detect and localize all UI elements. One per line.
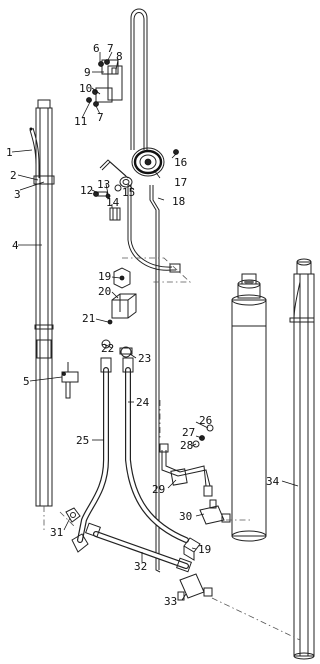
tee-30 — [199, 499, 231, 525]
centerline — [59, 511, 77, 529]
callout-19b: 19 — [198, 543, 211, 556]
callout-10: 10 — [79, 82, 92, 95]
center-cylinder — [231, 273, 267, 542]
callout-18: 18 — [172, 195, 185, 208]
callout-15: 15 — [122, 186, 135, 199]
hose-reel-pulley — [93, 147, 179, 221]
callout-27: 27 — [182, 426, 195, 439]
fittings-26-28 — [192, 424, 214, 448]
callout-22: 22 — [101, 342, 114, 355]
callout-6: 6 — [93, 42, 100, 55]
valve-bracket-assembly — [86, 59, 123, 107]
left-cylinder — [34, 99, 54, 507]
loop-pipe — [127, 8, 181, 573]
nut-31 — [65, 507, 81, 523]
callout-9: 9 — [84, 66, 91, 79]
callout-34: 34 — [266, 475, 280, 488]
callout-32: 32 — [134, 560, 147, 573]
callout-11: 11 — [74, 115, 87, 128]
distribution-block — [107, 267, 137, 325]
cylinder-rod-hose — [29, 127, 55, 185]
callout-14: 14 — [106, 196, 120, 209]
tee-33 — [177, 573, 213, 601]
callout-4: 4 — [12, 239, 19, 252]
callout-3: 3 — [14, 188, 21, 201]
callout-30: 30 — [179, 510, 192, 523]
callout-7: 7 — [107, 42, 114, 55]
callout-2: 2 — [10, 169, 17, 182]
callout-13: 13 — [97, 178, 110, 191]
callout-17: 17 — [174, 176, 187, 189]
callout-28: 28 — [180, 439, 193, 452]
callout-26: 26 — [199, 414, 212, 427]
guide-line — [122, 257, 192, 283]
callout-19: 19 — [98, 270, 111, 283]
callout-23: 23 — [138, 352, 151, 365]
lower-elbow-19 — [183, 537, 201, 561]
right-cylinder — [289, 258, 315, 660]
callout-20: 20 — [98, 285, 111, 298]
callout-29: 29 — [152, 483, 165, 496]
callout-7b: 7 — [97, 111, 104, 124]
callout-21: 21 — [82, 312, 95, 325]
callout-8: 8 — [116, 50, 123, 63]
callout-16: 16 — [174, 156, 187, 169]
valve-5 — [61, 362, 79, 399]
hose-assembly — [77, 339, 189, 543]
elbow-29 — [159, 443, 213, 497]
callout-31: 31 — [50, 526, 63, 539]
callout-labels: 1 2 3 4 5 6 7 8 9 10 11 7 12 13 14 15 16… — [6, 42, 280, 608]
centerline — [211, 597, 301, 641]
callout-24: 24 — [136, 396, 150, 409]
leader-lines — [11, 51, 299, 601]
callout-5: 5 — [23, 375, 30, 388]
callout-12: 12 — [80, 184, 93, 197]
callout-33: 33 — [164, 595, 177, 608]
callout-1: 1 — [6, 146, 13, 159]
hose-32 — [71, 522, 192, 573]
callout-25: 25 — [76, 434, 89, 447]
